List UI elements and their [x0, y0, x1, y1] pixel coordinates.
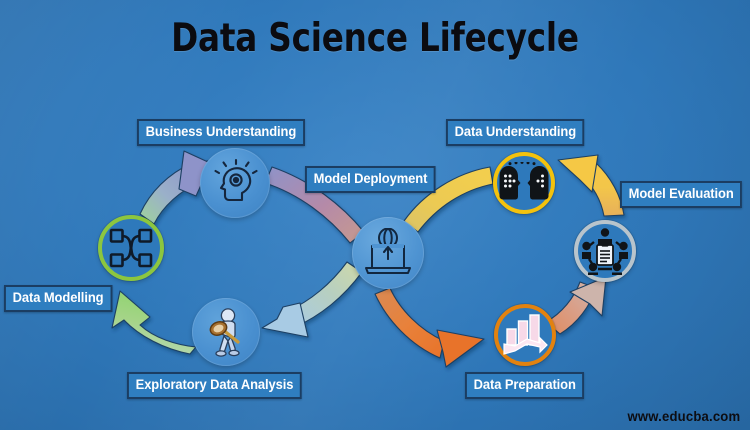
- stage-node-data-preparation[interactable]: [494, 304, 556, 366]
- arrow-model-evaluation-to-data-understanding-head: [557, 154, 599, 193]
- label-data-understanding[interactable]: Data Understanding: [446, 119, 585, 147]
- label-model-deployment[interactable]: Model Deployment: [305, 166, 436, 194]
- bar-chart-growth-icon: [503, 314, 548, 355]
- stage-node-model-deployment[interactable]: [352, 217, 424, 289]
- label-data-modelling[interactable]: Data Modelling: [4, 285, 113, 313]
- person-magnifying-glass-icon: [209, 308, 240, 357]
- arrow-eda-to-data-modelling: [111, 290, 197, 355]
- stage-node-model-evaluation[interactable]: [574, 220, 636, 282]
- arrow-model-deployment-to-eda-head: [261, 302, 309, 338]
- stage-node-data-modelling[interactable]: [98, 215, 164, 281]
- laptop-upload-globe-icon: [365, 228, 411, 274]
- node-graph-icon: [109, 228, 153, 268]
- arrow-data-preparation-to-model-evaluation-head: [569, 276, 607, 317]
- stage-node-business-understanding[interactable]: [200, 148, 270, 218]
- site-watermark: www.educba.com: [627, 409, 740, 424]
- label-model-evaluation[interactable]: Model Evaluation: [620, 181, 743, 209]
- page-title: Data Science Lifecycle: [171, 16, 579, 61]
- stage-node-exploratory-data-analysis[interactable]: [192, 298, 260, 366]
- label-data-preparation[interactable]: Data Preparation: [465, 372, 585, 400]
- arrow-model-deployment-to-data-preparation-head: [436, 329, 485, 368]
- label-exploratory-data-analysis[interactable]: Exploratory Data Analysis: [127, 372, 303, 400]
- stage-node-data-understanding[interactable]: [493, 152, 555, 214]
- two-heads-facing-icon: [499, 162, 549, 200]
- head-lightbulb-idea-icon: [214, 158, 258, 202]
- arrow-model-deployment-to-data-preparation: [374, 287, 445, 359]
- label-business-understanding[interactable]: Business Understanding: [137, 119, 305, 147]
- team-clipboard-review-icon: [582, 228, 628, 275]
